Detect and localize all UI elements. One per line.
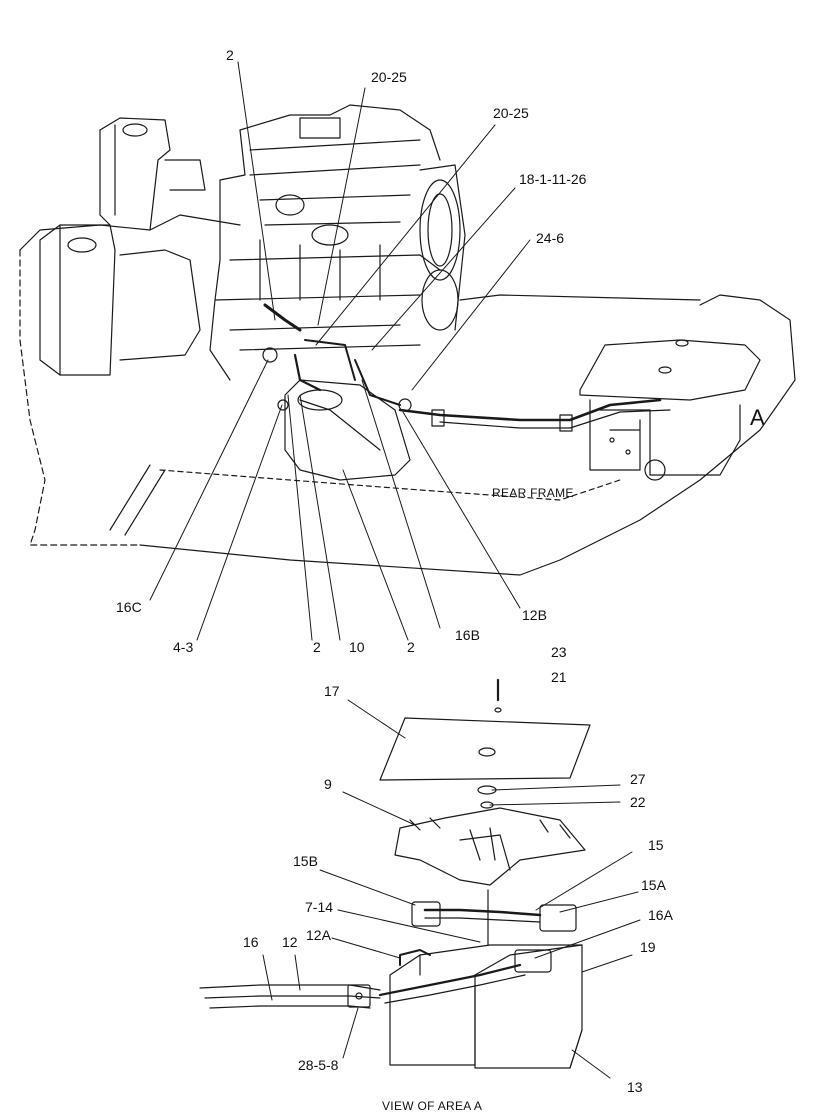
callout-13: 13: [627, 1079, 643, 1095]
callout-28-5-8: 28-5-8: [298, 1057, 339, 1073]
battery-holder-9: [395, 808, 585, 885]
callout-15a: 15A: [641, 877, 666, 893]
engine: [210, 105, 465, 480]
callout-17: 17: [324, 683, 340, 699]
callout-12a: 12A: [306, 927, 331, 943]
left-frame-members: [40, 118, 205, 375]
callout-2-bottom-1: 2: [313, 639, 321, 655]
callout-12b: 12B: [522, 607, 547, 623]
callout-2-bottom-2: 2: [407, 639, 415, 655]
callout-23: 23: [551, 644, 567, 660]
cables-upper: [263, 305, 670, 431]
callout-12: 12: [282, 934, 298, 950]
callout-16a: 16A: [648, 907, 673, 923]
callout-15: 15: [648, 837, 664, 853]
callout-20-25-a: 20-25: [371, 69, 407, 85]
leader-lines-lower: [263, 700, 640, 1078]
callout-16: 16: [243, 934, 259, 950]
callout-24-6: 24-6: [536, 230, 565, 246]
callout-19: 19: [640, 939, 656, 955]
callout-16c: 16C: [116, 599, 142, 615]
callout-10: 10: [349, 639, 365, 655]
callout-22: 22: [630, 794, 646, 810]
frame-outline: [20, 215, 795, 575]
rear-frame-caption: REAR FRAME: [492, 486, 574, 500]
callout-16b: 16B: [455, 627, 480, 643]
callout-27: 27: [630, 771, 646, 787]
callout-9: 9: [324, 776, 332, 792]
callout-7-14: 7-14: [305, 899, 334, 915]
callout-15b: 15B: [293, 853, 318, 869]
cables-lower: [200, 890, 576, 1008]
callout-2-top: 2: [226, 47, 234, 63]
batteries: [390, 945, 582, 1068]
view-of-area-a-caption: VIEW OF AREA A: [382, 1099, 483, 1113]
callout-4-3: 4-3: [173, 639, 194, 655]
callout-18-1-11-26: 18-1-11-26: [519, 171, 587, 187]
callout-20-25-b: 20-25: [493, 105, 529, 121]
leader-lines-upper: [150, 62, 530, 640]
cover-plate-17: [380, 680, 590, 808]
callout-21: 21: [551, 669, 567, 685]
area-a-marker: A: [750, 405, 765, 430]
battery-area-a: [580, 340, 760, 480]
